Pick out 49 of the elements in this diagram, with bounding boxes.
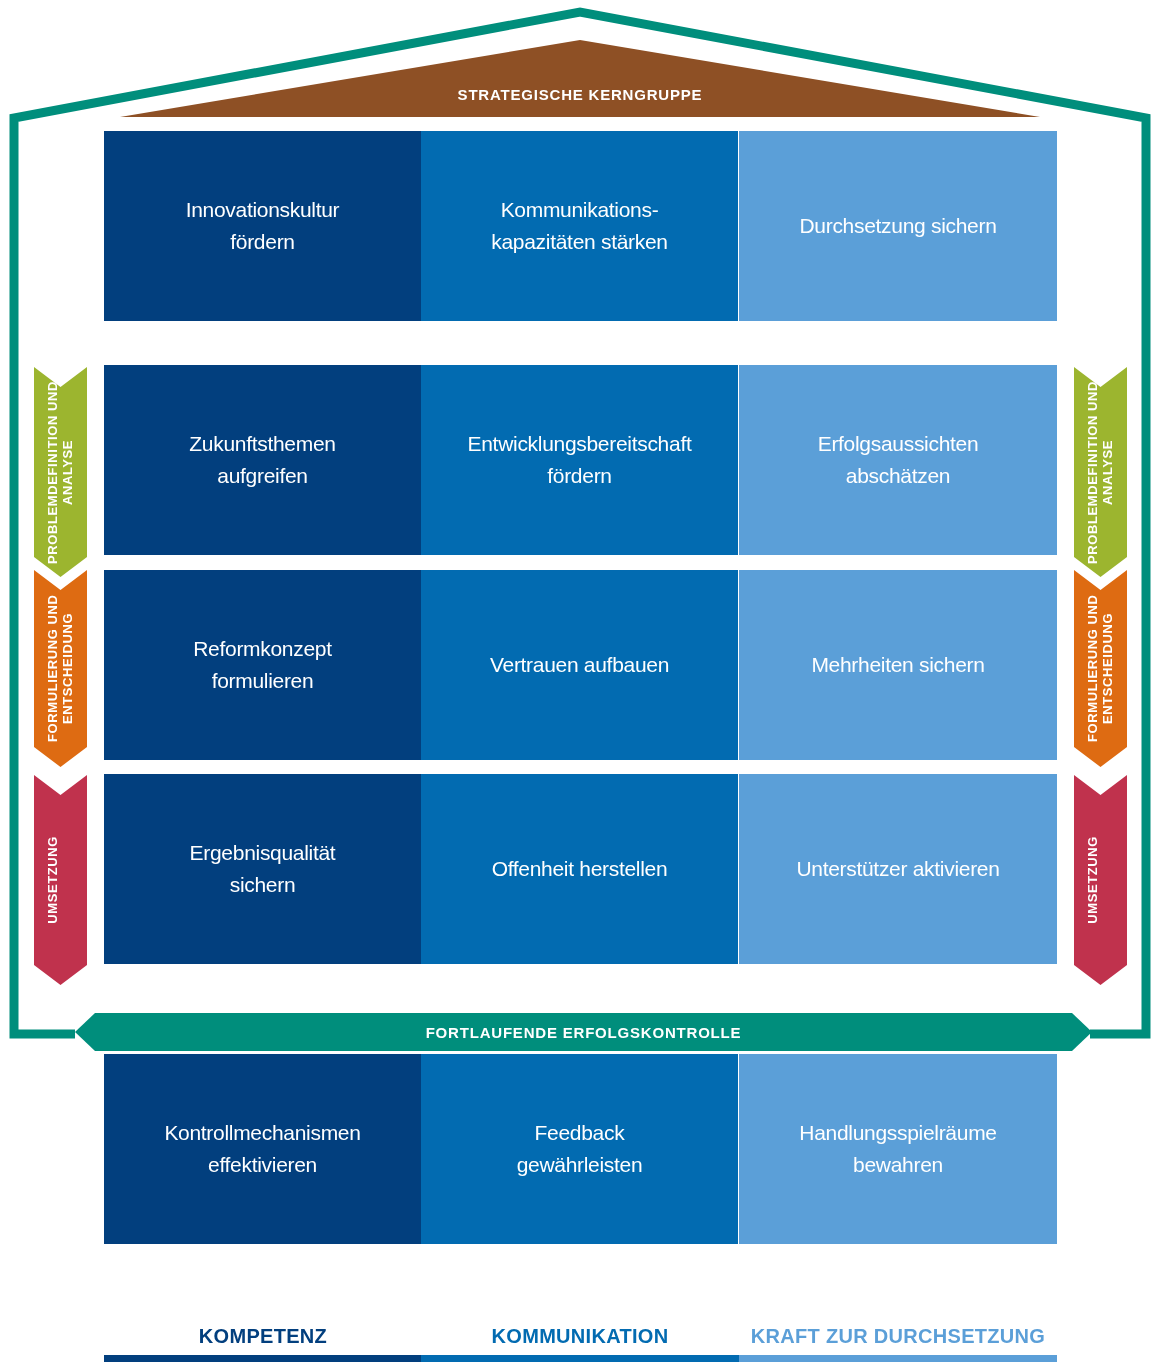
phase-band [34,775,87,985]
goal-box [104,131,421,321]
goal-text: Feedback gewährleisten [515,1120,644,1178]
roof-label: STRATEGISCHE KERNGRUPPE [457,86,703,103]
goal-text: Mehrheiten sichern [811,652,985,678]
phase-label: UMSETZUNG [44,836,61,924]
goal-text: Reformkonzept formulieren [192,636,333,694]
roof-triangle [120,40,1040,117]
goal-box [739,570,1057,760]
column-heading: KOMMUNIKATION [491,1324,669,1349]
banner-label: FORTLAUFENDE ERFOLGSKONTROLLE [425,1023,742,1041]
goal-text: Handlungsspielräume bewahren [798,1120,998,1178]
phase-band [34,570,87,767]
goal-box [421,1054,738,1244]
goal-box [104,365,421,555]
goal-box [421,365,738,555]
goal-box [104,1054,421,1244]
goal-box [421,570,738,760]
goal-text: Durchsetzung sichern [799,213,997,239]
column-heading: KRAFT ZUR DURCHSETZUNG [750,1324,1046,1349]
phase-band [1074,367,1127,577]
goal-text: Unterstützer aktivieren [796,856,1000,882]
phase-band [34,367,87,577]
goal-box [739,131,1057,321]
goal-text: Innovationskultur fördern [184,197,341,255]
goal-text: Entwicklungsbereitschaft fördern [467,431,692,489]
goal-box [104,570,421,760]
goal-text: Kommunikations- kapazitäten stärken [490,197,669,255]
phase-label: UMSETZUNG [1084,836,1101,924]
goal-text: Kontrollmechanismen effektivieren [163,1120,362,1178]
goal-box [421,131,738,321]
goal-text: Offenheit herstellen [491,856,668,882]
phase-label: PROBLEMDEFINITION UND ANALYSE [44,379,76,566]
goal-box [421,774,738,964]
goal-text: Ergebnisqualität sichern [188,840,337,898]
column-heading: KOMPETENZ [198,1324,328,1349]
goal-box [104,774,421,964]
goal-text: Zukunftsthemen aufgreifen [188,431,337,489]
goal-box [739,365,1057,555]
goal-box [739,1054,1057,1244]
phase-label: FORMULIERUNG UND ENTSCHEIDUNG [1084,593,1116,745]
phase-band [1074,570,1127,767]
phase-label: PROBLEMDEFINITION UND ANALYSE [1084,379,1116,566]
goal-text: Erfolgsaussichten abschätzen [816,431,980,489]
phase-label: FORMULIERUNG UND ENTSCHEIDUNG [44,593,76,745]
banner [75,1013,1092,1051]
goal-text: Vertrauen aufbauen [489,652,670,678]
goal-box [739,774,1057,964]
phase-band [1074,775,1127,985]
